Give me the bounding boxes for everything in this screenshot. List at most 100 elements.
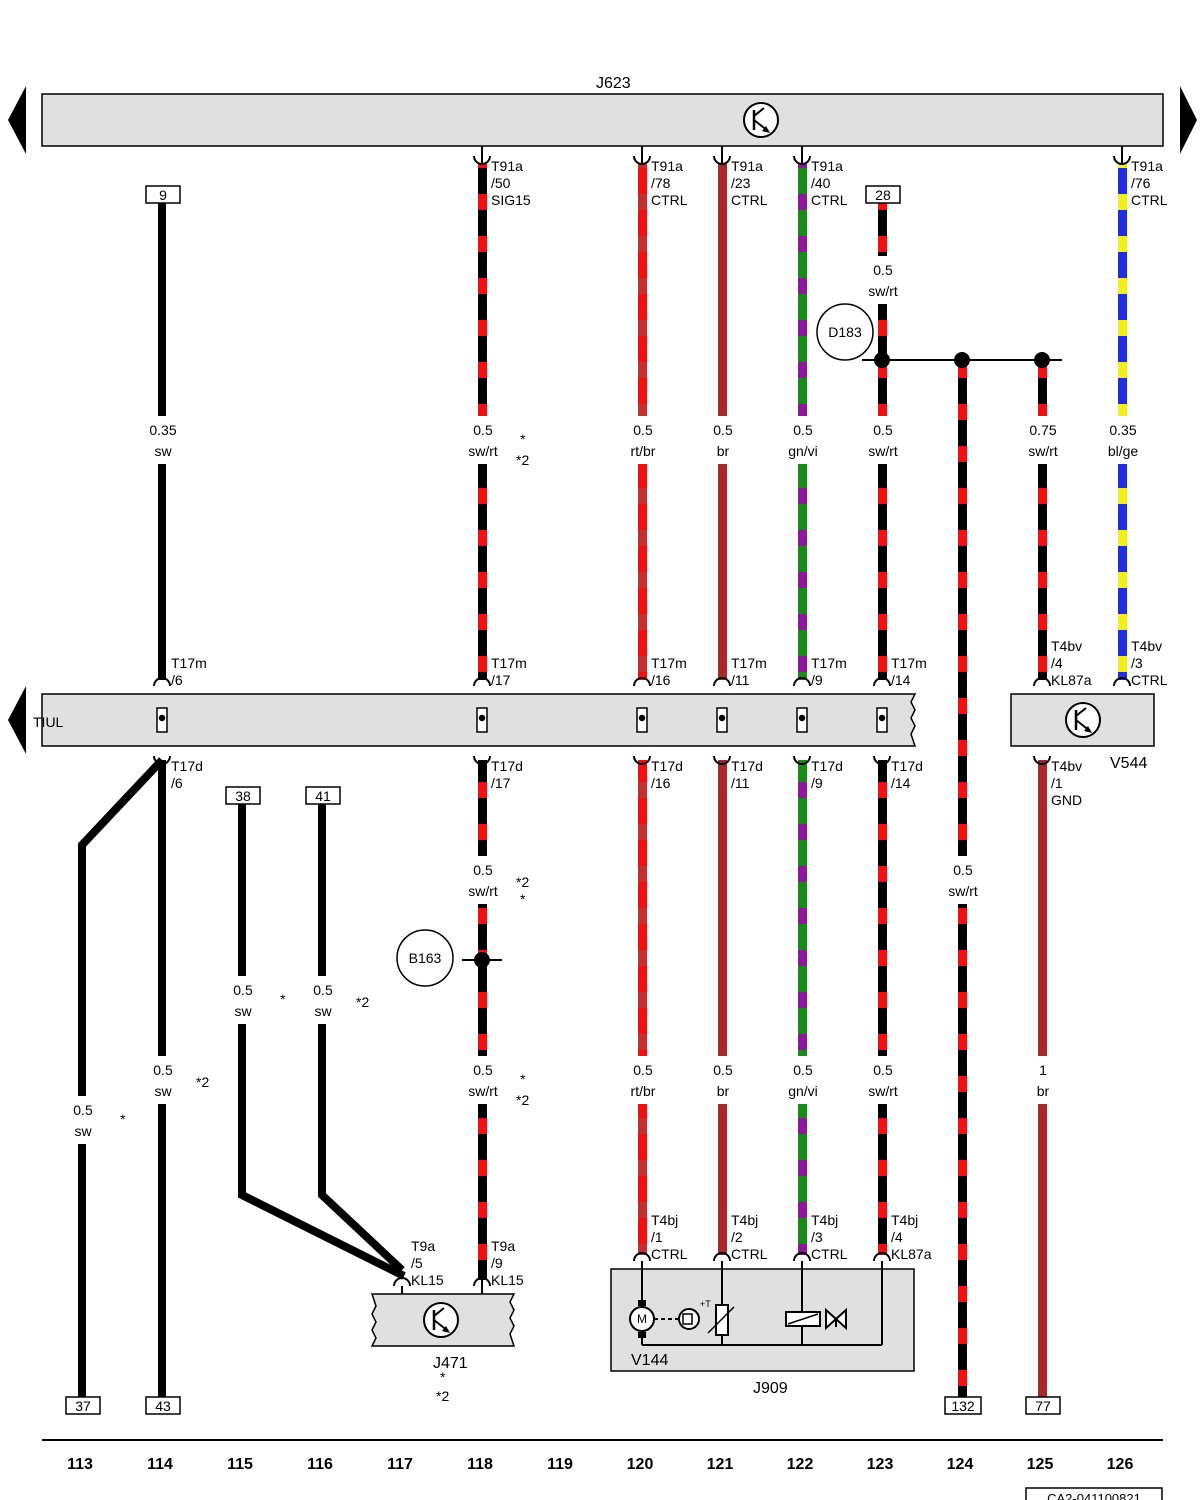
column-number: 123	[867, 1456, 894, 1473]
footnote-markers: **2 *2* **2 * *2 *2 * **2	[120, 431, 529, 1404]
svg-text:0.5: 0.5	[633, 422, 653, 438]
svg-text:T17d: T17d	[811, 758, 843, 774]
svg-text:T91a: T91a	[811, 158, 843, 174]
svg-text:0.5: 0.5	[873, 422, 893, 438]
svg-text:T4bj: T4bj	[731, 1212, 758, 1228]
svg-text:*: *	[520, 1071, 526, 1087]
svg-text:T17m: T17m	[731, 655, 767, 671]
svg-text:CTRL: CTRL	[811, 192, 848, 208]
v544-unit	[1010, 693, 1155, 747]
connector-pins-tiul	[153, 677, 1131, 765]
column-number: 121	[707, 1456, 734, 1473]
svg-text:0.5: 0.5	[473, 1062, 493, 1078]
column-number: 122	[787, 1456, 814, 1473]
svg-text:sw/rt: sw/rt	[948, 883, 978, 899]
connector-pins-j623	[473, 146, 1131, 165]
left-arrow-icon	[8, 86, 26, 154]
svg-text:gn/vi: gn/vi	[788, 1083, 818, 1099]
column-number: 118	[467, 1456, 493, 1473]
svg-text:*: *	[520, 891, 526, 907]
svg-text:T17d: T17d	[891, 758, 923, 774]
svg-text:sw/rt: sw/rt	[868, 1083, 898, 1099]
column-number: 116	[307, 1456, 333, 1473]
svg-text:br: br	[717, 443, 730, 459]
ref-41: 41	[315, 788, 331, 804]
transistor-icon	[1065, 702, 1101, 738]
doc-code: CA2-041100821	[1047, 1491, 1141, 1500]
transistor-icon	[743, 102, 779, 138]
wire-120-lower	[638, 760, 647, 1255]
j909-label: J909	[753, 1380, 788, 1397]
svg-text:sw/rt: sw/rt	[1028, 443, 1058, 459]
svg-text:CTRL: CTRL	[651, 192, 688, 208]
wire-125-upper	[1038, 360, 1047, 680]
ref-77: 77	[1035, 1398, 1051, 1414]
svg-text:/4: /4	[1051, 655, 1063, 671]
svg-text:T17m: T17m	[891, 655, 927, 671]
svg-text:KL87a: KL87a	[1051, 672, 1092, 688]
column-number: 124	[947, 1456, 974, 1473]
svg-text:/14: /14	[891, 672, 911, 688]
svg-text:0.35: 0.35	[1109, 422, 1136, 438]
svg-text:*: *	[280, 991, 286, 1007]
svg-text:0.5: 0.5	[953, 862, 973, 878]
svg-text:T91a: T91a	[491, 158, 523, 174]
svg-text:T4bj: T4bj	[651, 1212, 678, 1228]
splice-dot	[1034, 352, 1050, 368]
column-number: 117	[387, 1456, 413, 1473]
ref-43: 43	[155, 1398, 171, 1414]
svg-text:/9: /9	[491, 1255, 503, 1271]
svg-text:/16: /16	[651, 672, 671, 688]
svg-text:*: *	[520, 431, 526, 447]
svg-text:/9: /9	[811, 672, 823, 688]
svg-text:0.5: 0.5	[713, 1062, 733, 1078]
j623-label: J623	[596, 75, 631, 92]
svg-text:*: *	[440, 1369, 446, 1385]
svg-text:SIG15: SIG15	[491, 192, 531, 208]
svg-text:0.5: 0.5	[793, 422, 813, 438]
j909-unit: +T	[610, 1252, 915, 1372]
svg-text:br: br	[717, 1083, 730, 1099]
svg-text:rt/br: rt/br	[631, 443, 656, 459]
svg-text:T4bv: T4bv	[1051, 758, 1082, 774]
j623-control-unit	[8, 86, 1197, 154]
wire-113	[78, 757, 165, 1397]
left-arrow-icon	[8, 686, 26, 754]
svg-text:sw: sw	[154, 1083, 172, 1099]
column-number: 120	[627, 1456, 654, 1473]
splice-dot	[874, 352, 890, 368]
svg-text:T17m: T17m	[811, 655, 847, 671]
svg-text:/2: /2	[731, 1229, 743, 1245]
svg-text:CTRL: CTRL	[651, 1246, 688, 1262]
splice-dot	[954, 352, 970, 368]
svg-text:T17m: T17m	[651, 655, 687, 671]
wire-118-lower	[478, 760, 487, 1280]
svg-text:KL87a: KL87a	[891, 1246, 932, 1262]
svg-text:T17m: T17m	[171, 655, 207, 671]
sensor-icon	[678, 1308, 700, 1330]
svg-text:T17d: T17d	[731, 758, 763, 774]
svg-text:T4bv: T4bv	[1051, 638, 1082, 654]
ref-9: 9	[159, 187, 167, 203]
j471-unit	[370, 1277, 516, 1347]
wire-121-lower	[718, 760, 727, 1255]
svg-text:/17: /17	[491, 672, 511, 688]
svg-text:sw: sw	[314, 1003, 332, 1019]
svg-text:0.5: 0.5	[793, 1062, 813, 1078]
svg-text:*2: *2	[516, 1092, 529, 1108]
svg-text:sw/rt: sw/rt	[468, 443, 498, 459]
svg-text:/50: /50	[491, 175, 511, 191]
column-number: 115	[227, 1456, 253, 1473]
svg-text:CTRL: CTRL	[1131, 672, 1168, 688]
motor-icon	[629, 1300, 655, 1338]
svg-text:*: *	[120, 1111, 126, 1127]
svg-text:CTRL: CTRL	[731, 1246, 768, 1262]
tiul-bar	[8, 686, 917, 754]
svg-text:T17d: T17d	[171, 758, 203, 774]
svg-text:KL15: KL15	[411, 1272, 444, 1288]
svg-text:0.5: 0.5	[873, 1062, 893, 1078]
svg-text:T4bj: T4bj	[891, 1212, 918, 1228]
